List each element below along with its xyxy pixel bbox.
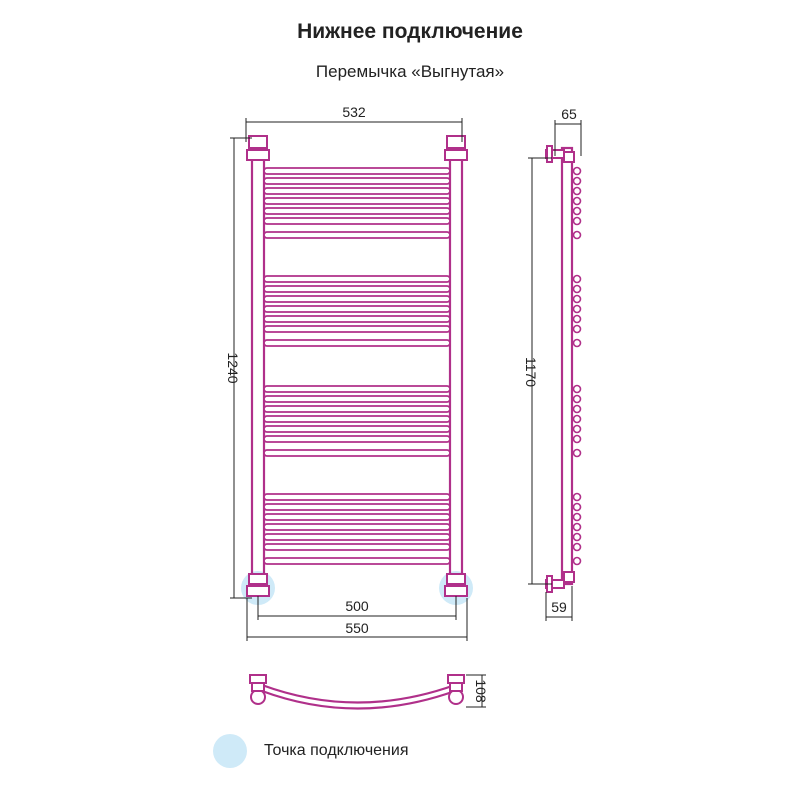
side-rung-end-2: [572, 176, 582, 186]
side-rung-end-25: [572, 522, 582, 532]
rung-26: [263, 533, 451, 541]
bottom-fitting-left: [246, 573, 270, 597]
rung-16: [263, 395, 451, 403]
rung-11: [263, 305, 451, 313]
collector-left: [250, 144, 266, 596]
rung-15: [263, 385, 451, 393]
dimension-total-width: [246, 598, 468, 641]
front-view: 532 1240 500 550: [225, 104, 473, 641]
top-fitting-right: [444, 135, 468, 161]
side-rung-end-1: [572, 166, 582, 176]
top-view-left-fitting: [249, 674, 267, 705]
dimension-side-bottom-offset-label: 59: [551, 599, 567, 615]
side-rung-end-23: [572, 502, 582, 512]
bottom-fitting-right: [444, 573, 468, 597]
rung-3: [263, 187, 451, 195]
dimension-top-depth-label: 108: [473, 679, 489, 703]
side-rung-end-4: [572, 196, 582, 206]
rung-8: [263, 275, 451, 283]
top-view-right-fitting: [447, 674, 465, 705]
rung-13: [263, 325, 451, 333]
side-rung-end-14: [572, 338, 582, 348]
dimension-side-bottom-offset: [545, 586, 573, 621]
side-rung-end-24: [572, 512, 582, 522]
top-view-rung-inner: [261, 689, 456, 710]
rung-23: [263, 503, 451, 511]
rung-1: [263, 167, 451, 175]
side-rung-end-12: [572, 314, 582, 324]
rung-17: [263, 405, 451, 413]
rung-18: [263, 415, 451, 423]
page-subtitle: Перемычка «Выгнутая»: [315, 62, 505, 81]
dimension-connection-spacing: [257, 596, 457, 620]
rung-20: [263, 435, 451, 443]
side-rung-end-13: [572, 324, 582, 334]
dimension-top-depth: [466, 674, 486, 708]
rung-4: [263, 197, 451, 205]
rung-19: [263, 425, 451, 433]
legend-connection-point-marker: [213, 734, 247, 768]
rung-9: [263, 285, 451, 293]
rung-2: [263, 177, 451, 185]
rung-21: [263, 449, 451, 457]
side-rung-ends: [572, 166, 582, 566]
dimension-connection-spacing-label: 500: [345, 598, 369, 614]
rung-6: [263, 217, 451, 225]
side-rung-end-21: [572, 448, 582, 458]
side-rung-end-15: [572, 384, 582, 394]
rung-14: [263, 339, 451, 347]
side-rung-end-5: [572, 206, 582, 216]
side-rung-end-16: [572, 394, 582, 404]
side-rung-end-11: [572, 304, 582, 314]
side-rung-end-9: [572, 284, 582, 294]
rung-25: [263, 523, 451, 531]
side-rung-end-28: [572, 556, 582, 566]
side-rung-end-18: [572, 414, 582, 424]
side-rung-end-19: [572, 424, 582, 434]
dimension-side-depth-label: 65: [561, 106, 577, 122]
dimension-side-height-label: 1170: [523, 357, 539, 387]
dimension-top-width: [245, 118, 463, 142]
rung-10: [263, 295, 451, 303]
rung-5: [263, 207, 451, 215]
side-rung-end-17: [572, 404, 582, 414]
dimension-height-label: 1240: [225, 352, 241, 383]
collector-right: [448, 144, 464, 596]
rung-7: [263, 231, 451, 239]
top-view: 108: [249, 674, 489, 710]
legend-connection-point-label: Точка подключения: [264, 742, 409, 759]
rung-24: [263, 513, 451, 521]
side-rung-end-22: [572, 492, 582, 502]
side-rung-end-3: [572, 186, 582, 196]
rung-12: [263, 315, 451, 323]
side-collector: [560, 146, 574, 586]
side-rung-end-27: [572, 542, 582, 552]
dimension-total-width-label: 550: [345, 620, 369, 636]
rung-28: [263, 557, 451, 565]
side-rung-end-26: [572, 532, 582, 542]
side-bottom-fitting: [545, 571, 575, 593]
page-title: Нижнее подключение: [297, 20, 523, 43]
rung-22: [263, 493, 451, 501]
top-view-rung-outer: [261, 683, 456, 704]
side-rung-end-8: [572, 274, 582, 284]
dimension-height: [230, 137, 252, 599]
side-rung-end-20: [572, 434, 582, 444]
side-rung-end-7: [572, 230, 582, 240]
rungs: [263, 167, 451, 565]
side-rung-end-10: [572, 294, 582, 304]
side-rung-end-6: [572, 216, 582, 226]
side-view: 65 1170 59: [523, 106, 582, 621]
dimension-side-height: [528, 157, 552, 585]
dimension-top-width-label: 532: [342, 104, 366, 120]
top-fitting-left: [246, 135, 270, 161]
dimension-side-depth: [554, 120, 582, 156]
rung-27: [263, 543, 451, 551]
